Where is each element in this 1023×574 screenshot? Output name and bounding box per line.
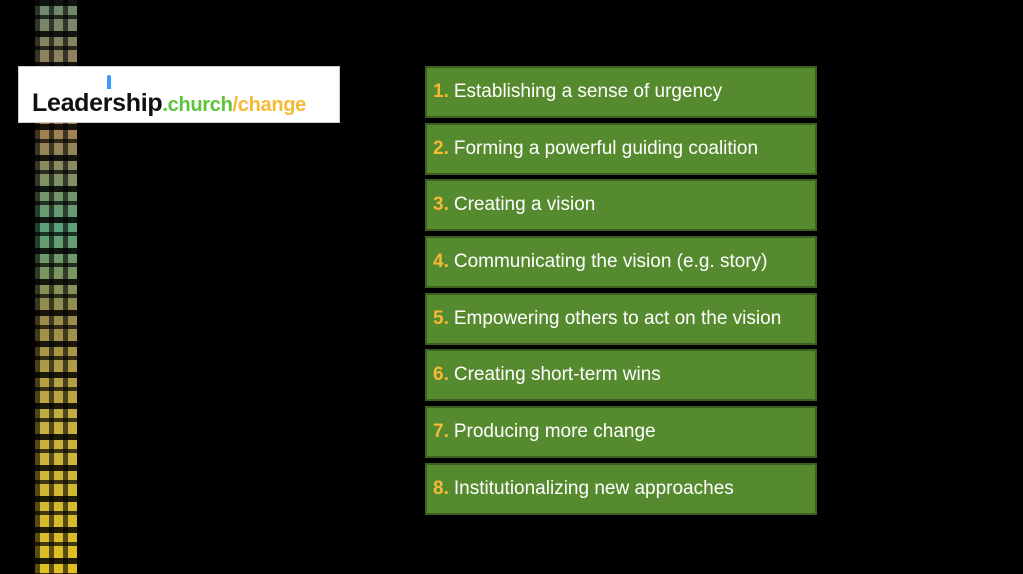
logo: Leadership.church/change (18, 66, 340, 123)
step-item: 2.Forming a powerful guiding coalition (425, 122, 817, 175)
step-number: 3. (433, 194, 449, 216)
logo-change: /change (232, 94, 307, 116)
step-number: 8. (433, 477, 449, 499)
logo-church: .church (162, 94, 233, 116)
step-item: 4.Communicating the vision (e.g. story) (425, 236, 817, 289)
step-number: 5. (433, 307, 449, 329)
step-text: Creating a vision (453, 194, 596, 216)
steps-list: 1.Establishing a sense of urgency 2.Form… (425, 66, 817, 520)
step-text: Producing more change (453, 421, 656, 443)
step-item: 8.Institutionalizing new approaches (425, 462, 817, 515)
step-item: 3.Creating a vision (425, 179, 817, 232)
step-item: 7.Producing more change (425, 406, 817, 459)
step-number: 6. (433, 364, 449, 386)
step-number: 1. (433, 81, 449, 102)
step-text: Institutionalizing new approaches (453, 477, 734, 499)
step-text: Creating short-term wins (453, 364, 661, 386)
step-item: 6.Creating short-term wins (425, 349, 817, 402)
step-text: Communicating the vision (e.g. story) (453, 251, 768, 273)
step-item: 5.Empowering others to act on the vision (425, 292, 817, 345)
logo-leadership: Leadership (32, 89, 163, 117)
step-text: Forming a powerful guiding coalition (453, 137, 759, 159)
step-text: Establishing a sense of urgency (453, 81, 723, 102)
step-number: 2. (433, 137, 449, 159)
step-number: 7. (433, 421, 449, 443)
step-text: Empowering others to act on the vision (453, 307, 782, 329)
step-number: 4. (433, 251, 449, 273)
church-spire-icon (107, 75, 111, 89)
step-item: 1.Establishing a sense of urgency (425, 66, 817, 118)
